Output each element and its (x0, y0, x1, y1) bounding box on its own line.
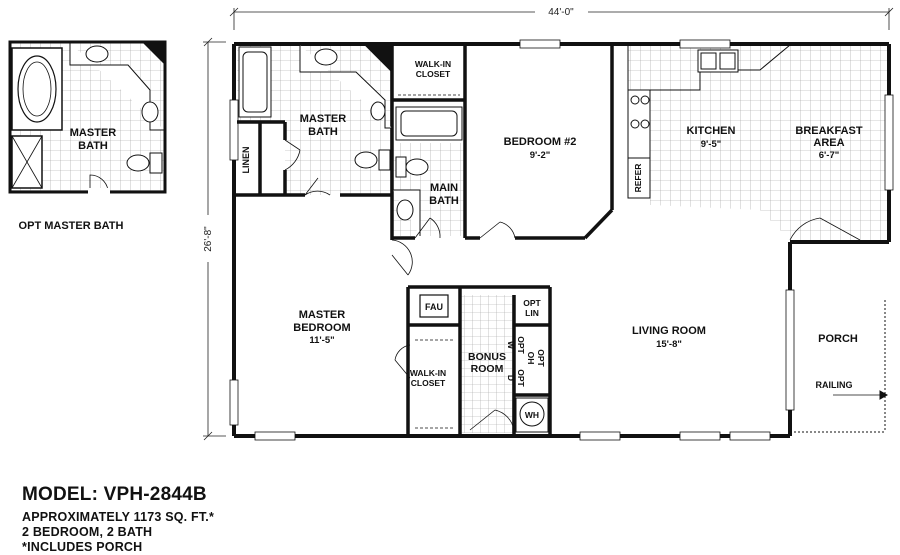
master-bath-label-2: BATH (308, 126, 338, 138)
width-dimension: 44'-0" (229, 7, 894, 30)
wh-label: WH (525, 410, 539, 420)
opt-master-bath-inset (8, 40, 167, 194)
depth-dimension: 26'-8" (203, 37, 226, 441)
breakfast-size: 6'-7" (819, 150, 840, 161)
kitchen-label: KITCHEN (687, 125, 736, 137)
fau-label: FAU (425, 302, 443, 312)
model-title: MODEL: VPH-2844B (22, 484, 207, 505)
main-bath-label-2: BATH (429, 195, 459, 207)
opt-w-label-2: W (506, 341, 516, 350)
fau-box (419, 294, 449, 318)
opt-oh-label-1: OPT (536, 349, 546, 367)
kitchen-size: 9'-5" (701, 139, 722, 150)
living-room-label: LIVING ROOM (632, 325, 706, 337)
walkin-closet-bottom-label-1: WALK-IN (410, 368, 446, 378)
master-bath-label-1: MASTER (300, 113, 347, 125)
bedroom2-size: 9'-2" (530, 150, 551, 161)
bedroom2-label: BEDROOM #2 (504, 136, 577, 148)
opt-d-label-1: OPT (516, 369, 526, 387)
opt-lin-label-2: LIN (525, 308, 539, 318)
opt-master-bath-caption: OPT MASTER BATH (19, 220, 124, 232)
opt-master-bath-label-1: MASTER (70, 127, 117, 139)
walkin-closet-top-label-2: CLOSET (416, 69, 451, 79)
railing-label: RAILING (816, 380, 853, 390)
porch-label: PORCH (818, 333, 858, 345)
living-room-size: 15'-8" (656, 339, 682, 350)
floor-plan: 44'-0" 26'-8" MASTER BATH OPT MASTER (8, 7, 894, 441)
doors (284, 139, 861, 431)
model-sqft: APPROXIMATELY 1173 SQ. FT.* (22, 510, 215, 524)
windows (229, 39, 894, 441)
shelves (398, 94, 460, 429)
master-bedroom-label-2: BEDROOM (293, 322, 350, 334)
bonus-room-label-2: ROOM (471, 363, 504, 375)
opt-d-label-2: D (506, 375, 516, 381)
walkin-closet-bottom-label-2: CLOSET (411, 378, 446, 388)
master-bedroom-size: 11'-5" (309, 335, 334, 346)
opt-oh-label-2: OH (526, 352, 536, 365)
opt-lin-label-1: OPT (523, 298, 541, 308)
interior-walls (236, 44, 614, 436)
bonus-room-label-1: BONUS (468, 351, 506, 363)
breakfast-label-2: AREA (813, 137, 844, 149)
opt-w-label-1: OPT (516, 336, 526, 354)
main-bath-label-1: MAIN (430, 182, 458, 194)
linen-label: LINEN (241, 147, 251, 174)
fixtures (238, 44, 889, 433)
model-info: MODEL: VPH-2844B APPROXIMATELY 1173 SQ. … (22, 484, 214, 555)
master-bedroom-label-1: MASTER (299, 309, 346, 321)
depth-dimension-label: 26'-8" (203, 226, 214, 252)
model-bedbath: 2 BEDROOM, 2 BATH (22, 525, 153, 539)
model-porch-note: *INCLUDES PORCH (22, 540, 143, 554)
refer-label: REFER (633, 164, 643, 193)
walkin-closet-top-label-1: WALK-IN (415, 59, 451, 69)
width-dimension-label: 44'-0" (548, 7, 574, 18)
breakfast-label-1: BREAKFAST (795, 125, 863, 137)
opt-master-bath-label-2: BATH (78, 140, 108, 152)
